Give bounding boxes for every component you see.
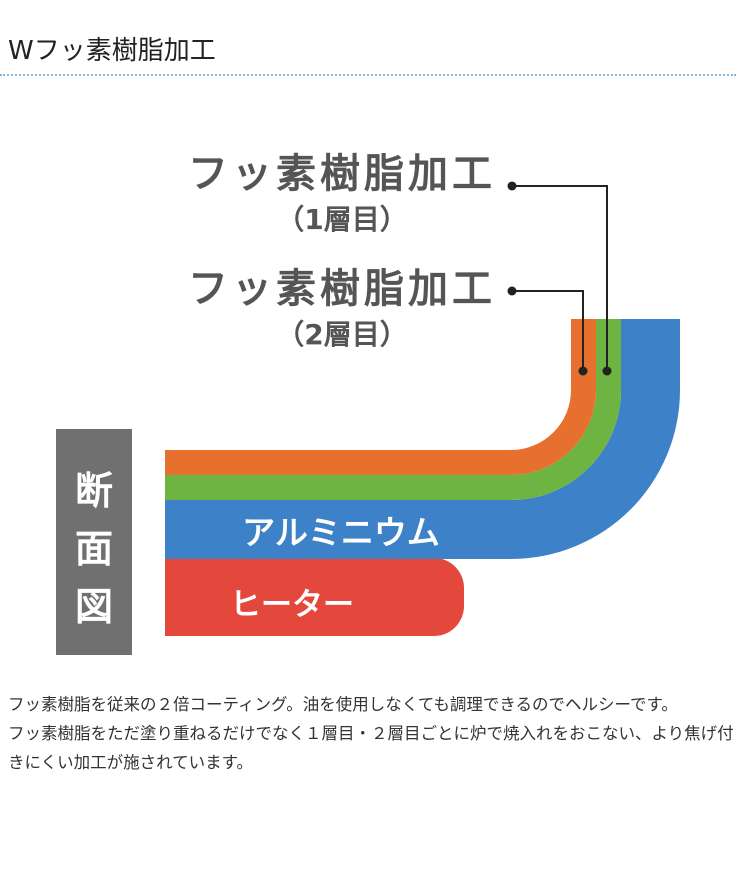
- description-line-2: フッ素樹脂をただ塗り重ねるだけでなく１層目・２層目ごとに炉で焼入れをおこない、よ…: [8, 724, 734, 772]
- layer2-leader-line: [512, 290, 584, 371]
- description: フッ素樹脂を従来の２倍コーティング。油を使用しなくても調理できるのでヘルシーです…: [8, 690, 734, 777]
- layer2-leader-dot-start: [507, 286, 517, 296]
- cross-section-diagram: 断 面 図 ヒーター アルミニウム フッ素樹脂加工 （1層目） フッ素樹脂加工 …: [0, 84, 740, 674]
- cross-section-svg: 断 面 図 ヒーター アルミニウム フッ素樹脂加工 （1層目） フッ素樹脂加工 …: [56, 151, 680, 655]
- heater-layer: [165, 558, 464, 636]
- coating-layer-1: [165, 319, 621, 500]
- layer1-leader-dot-end: [602, 366, 612, 376]
- title-divider: [0, 74, 736, 76]
- layer2-callout-sub: （2層目）: [276, 318, 407, 351]
- side-label-box: [56, 429, 132, 655]
- coating-layer-2: [165, 319, 596, 475]
- side-label-char-1: 断: [75, 469, 113, 513]
- aluminum-layer: [165, 319, 680, 559]
- layer1-callout-sub: （1層目）: [276, 203, 407, 236]
- layer1-leader-line: [512, 185, 608, 371]
- description-line-1: フッ素樹脂を従来の２倍コーティング。油を使用しなくても調理できるのでヘルシーです…: [8, 695, 678, 714]
- side-label-char-2: 面: [75, 527, 113, 571]
- side-label-char-3: 図: [75, 585, 113, 629]
- aluminum-label: アルミニウム: [242, 513, 440, 552]
- section-title: Wフッ素樹脂加工: [8, 36, 216, 66]
- heater-label: ヒーター: [230, 587, 354, 623]
- layer2-callout-label: フッ素樹脂加工: [188, 266, 496, 312]
- layer2-leader-dot-end: [578, 366, 588, 376]
- layer1-callout-label: フッ素樹脂加工: [188, 151, 496, 197]
- layer1-leader-dot-start: [507, 181, 517, 191]
- section-header: Wフッ素樹脂加工: [0, 0, 740, 82]
